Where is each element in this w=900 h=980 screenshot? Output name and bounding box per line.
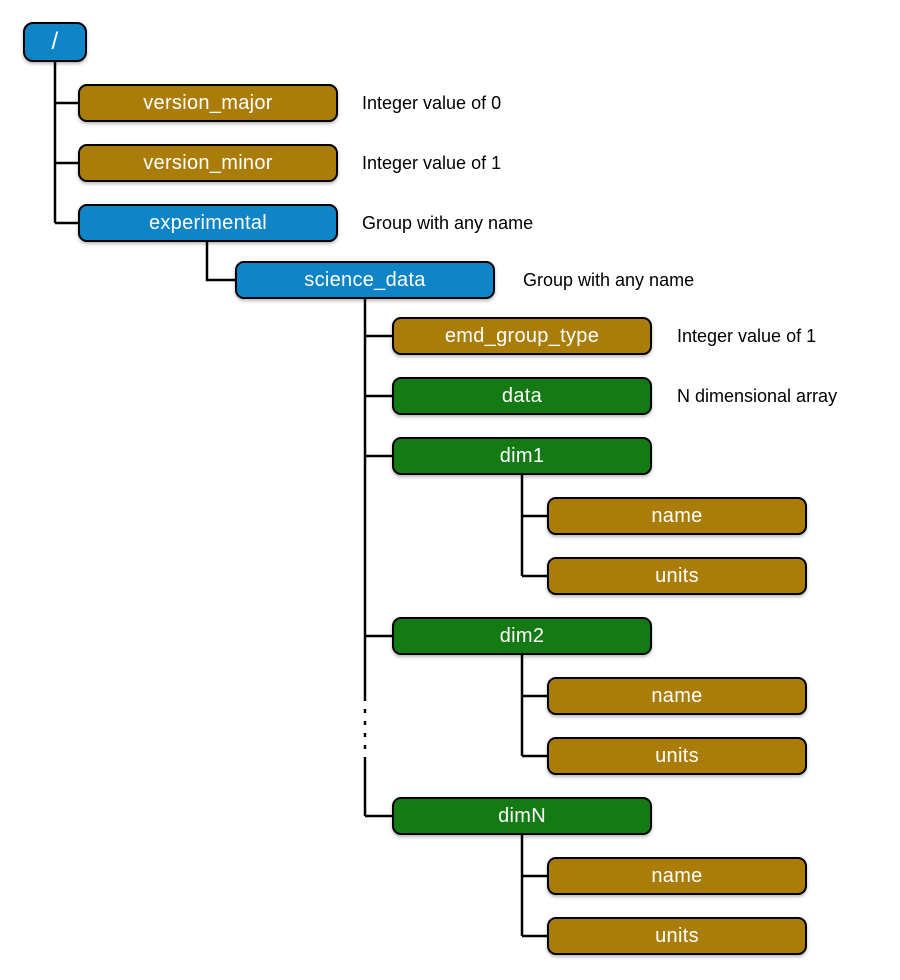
annotation-data: N dimensional array xyxy=(677,386,838,406)
node-version-major: version_major xyxy=(78,84,338,122)
node-science-data: science_data xyxy=(235,261,495,299)
node-dim2-units: units xyxy=(547,737,807,775)
node-dim1-name: name xyxy=(547,497,807,535)
connector-root-children xyxy=(53,62,78,225)
node-version-minor: version_minor xyxy=(78,144,338,182)
node-experimental: experimental xyxy=(78,204,338,242)
node-dimn-name: name xyxy=(547,857,807,895)
node-dim1-units: units xyxy=(547,557,807,595)
node-data: data xyxy=(392,377,652,415)
node-dim1: dim1 xyxy=(392,437,652,475)
annotation-version-major: Integer value of 0 xyxy=(362,93,502,113)
annotation-experimental: Group with any name xyxy=(362,213,534,233)
node-dimn: dimN xyxy=(392,797,652,835)
annotation-science-data: Group with any name xyxy=(523,270,695,290)
connector-science-data-children xyxy=(363,299,392,818)
connector-dim1-children xyxy=(520,475,547,578)
connector-dim2-children xyxy=(520,655,547,758)
node-dim2: dim2 xyxy=(392,617,652,655)
annotation-emd-group-type: Integer value of 1 xyxy=(677,326,817,346)
annotation-version-minor: Integer value of 1 xyxy=(362,153,502,173)
node-emd-group-type: emd_group_type xyxy=(392,317,652,355)
node-root: / xyxy=(23,22,87,62)
node-dimn-units: units xyxy=(547,917,807,955)
connector-experimental-to-science-data xyxy=(205,242,235,282)
connector-dimn-children xyxy=(520,835,547,938)
node-dim2-name: name xyxy=(547,677,807,715)
